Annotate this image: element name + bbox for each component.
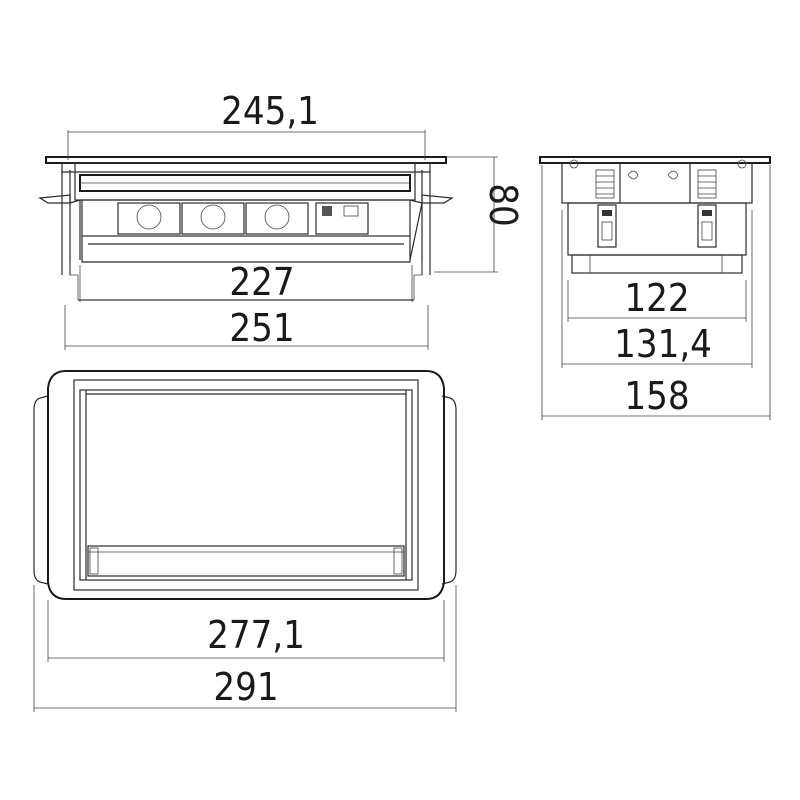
front-view: 245,1 80 227 251: [38, 89, 525, 350]
side-view: 122 131,4 158: [539, 156, 771, 420]
front-outer-width-label: 251: [229, 306, 294, 350]
top-inner-width-label: 277,1: [207, 613, 305, 657]
front-inner-width-label: 227: [229, 260, 294, 304]
side-mid-depth-label: 131,4: [614, 322, 712, 366]
side-outer-depth-label: 158: [624, 374, 689, 418]
front-height-label: 80: [481, 183, 525, 227]
front-top-width-label: 245,1: [221, 89, 319, 133]
side-inner-depth-label: 122: [624, 276, 689, 320]
top-outer-width-label: 291: [213, 665, 278, 709]
top-view: 277,1 291: [33, 370, 457, 712]
